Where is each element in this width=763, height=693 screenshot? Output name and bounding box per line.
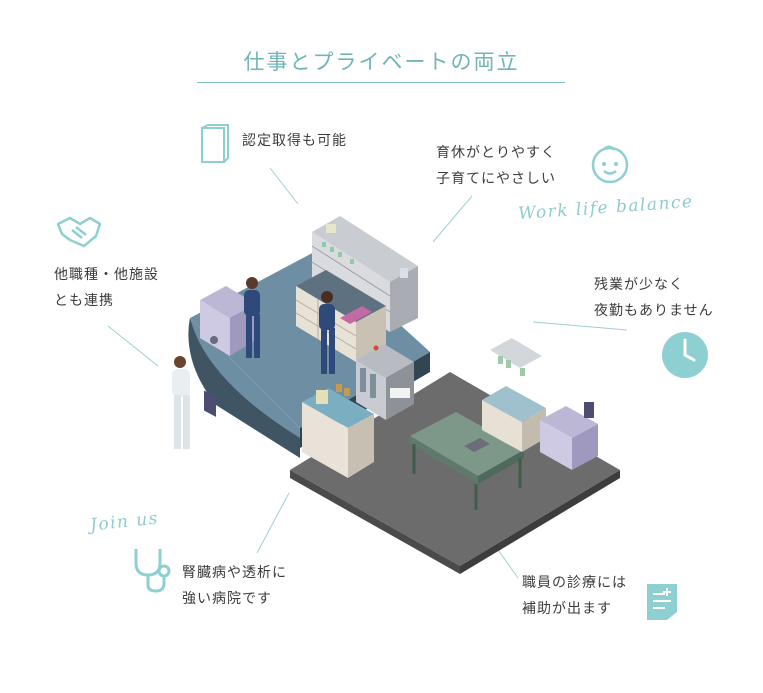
certification-label: 認定取得も可能 — [242, 133, 347, 149]
green-table — [410, 412, 524, 510]
overtime-label-line2: 夜勤もありません — [594, 303, 714, 319]
baby-face-icon — [591, 145, 629, 184]
stethoscope-icon — [134, 549, 171, 593]
dialysis-machine-right — [540, 402, 598, 470]
collab-label-line2: とも連携 — [54, 293, 114, 309]
nurse-figure — [172, 356, 190, 449]
staff-figure-1 — [244, 277, 260, 358]
overtime-label-line1: 残業が少なく — [594, 277, 684, 293]
exam-label-line1: 職員の診療には — [522, 575, 627, 591]
hospital-label-line1: 腎臓病や透析に — [182, 565, 287, 581]
clock-icon — [662, 332, 708, 378]
collab-label-line1: 他職種・他施設 — [54, 267, 159, 283]
staff-figure-2 — [319, 291, 335, 374]
dialysis-machine-left — [200, 286, 256, 417]
handshake-icon — [56, 216, 102, 248]
childcare-label-line2: 子育てにやさしい — [436, 171, 556, 187]
title-underline — [197, 82, 565, 83]
exam-label-line2: 補助が出ます — [522, 601, 612, 617]
supply-cabinet — [302, 384, 374, 478]
hospital-label-line2: 強い病院です — [182, 591, 272, 607]
childcare-label-line1: 育休がとりやすく — [436, 145, 556, 161]
book-icon — [201, 124, 229, 163]
right-shelf-counter — [482, 338, 546, 452]
page-title: 仕事とプライベートの両立 — [243, 50, 520, 74]
document-icon — [647, 584, 677, 620]
medication-cart — [356, 344, 414, 420]
